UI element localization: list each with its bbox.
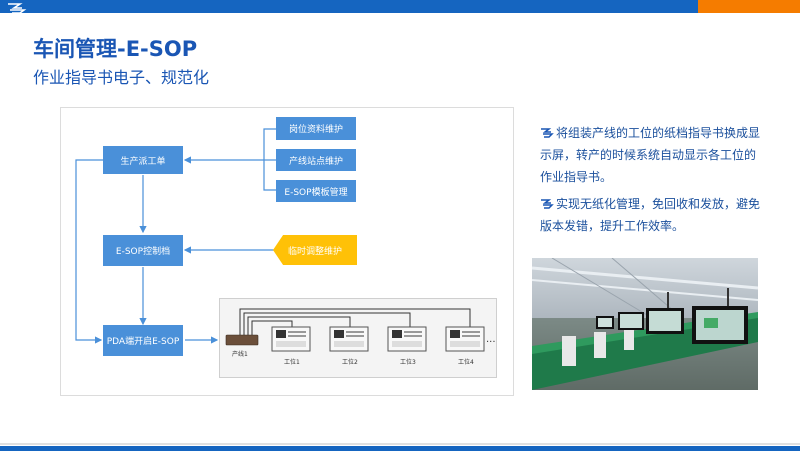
dispatch-node: 生产派工单 <box>103 146 183 174</box>
station-label: 工位1 <box>284 359 300 366</box>
factory-line-photo <box>532 258 758 390</box>
zg-logo-icon <box>540 123 554 138</box>
bullet-item-1: 将组装产线的工位的纸档指导书换成显示屏，转产的时候系统自动显示各工位的作业指导书… <box>540 122 762 188</box>
template-node: E-SOP模板管理 <box>276 180 356 202</box>
bullet-item-2: 实现无纸化管理，免回收和发放，避免版本发错，提升工作效率。 <box>540 193 762 237</box>
top-bar <box>0 0 698 13</box>
post-data-node: 岗位资料维护 <box>276 117 356 140</box>
page-title: 车间管理-E-SOP <box>33 37 198 61</box>
flow-connectors <box>75 128 276 344</box>
esop-flow-diagram: 生产派工单 E-SOP控制档 PDA端开启E-SOP 岗位资料维护 产线站点维护… <box>60 107 514 396</box>
top-bar-accent <box>698 0 800 13</box>
footer-divider <box>0 443 800 445</box>
esop-control-node: E-SOP控制档 <box>103 235 183 266</box>
pda-start-node: PDA端开启E-SOP <box>103 325 183 356</box>
switch-label: 产线1 <box>232 351 248 358</box>
station-label: 工位3 <box>400 359 416 366</box>
page-subtitle: 作业指导书电子、规范化 <box>33 68 210 87</box>
zg-logo-icon <box>540 194 554 209</box>
production-line-network: 产线1 工位1 工位2 工位3 工位4 ··· <box>219 298 497 378</box>
monitor-3 <box>387 326 427 352</box>
monitor-1 <box>271 326 311 352</box>
bullet-text: 实现无纸化管理，免回收和发放，避免版本发错，提升工作效率。 <box>540 197 761 233</box>
station-label: 工位2 <box>342 359 358 366</box>
more-stations: ··· <box>486 337 496 348</box>
temp-adjust-node: 临时调整维护 <box>273 235 357 265</box>
bullet-text: 将组装产线的工位的纸档指导书换成显示屏，转产的时候系统自动显示各工位的作业指导书… <box>540 126 761 184</box>
zg-logo <box>0 0 36 14</box>
network-cables <box>225 308 485 352</box>
footer-bar <box>0 446 800 451</box>
monitor-4 <box>445 326 485 352</box>
station-label: 工位4 <box>458 359 474 366</box>
line-station-node: 产线站点维护 <box>276 149 356 171</box>
monitor-2 <box>329 326 369 352</box>
